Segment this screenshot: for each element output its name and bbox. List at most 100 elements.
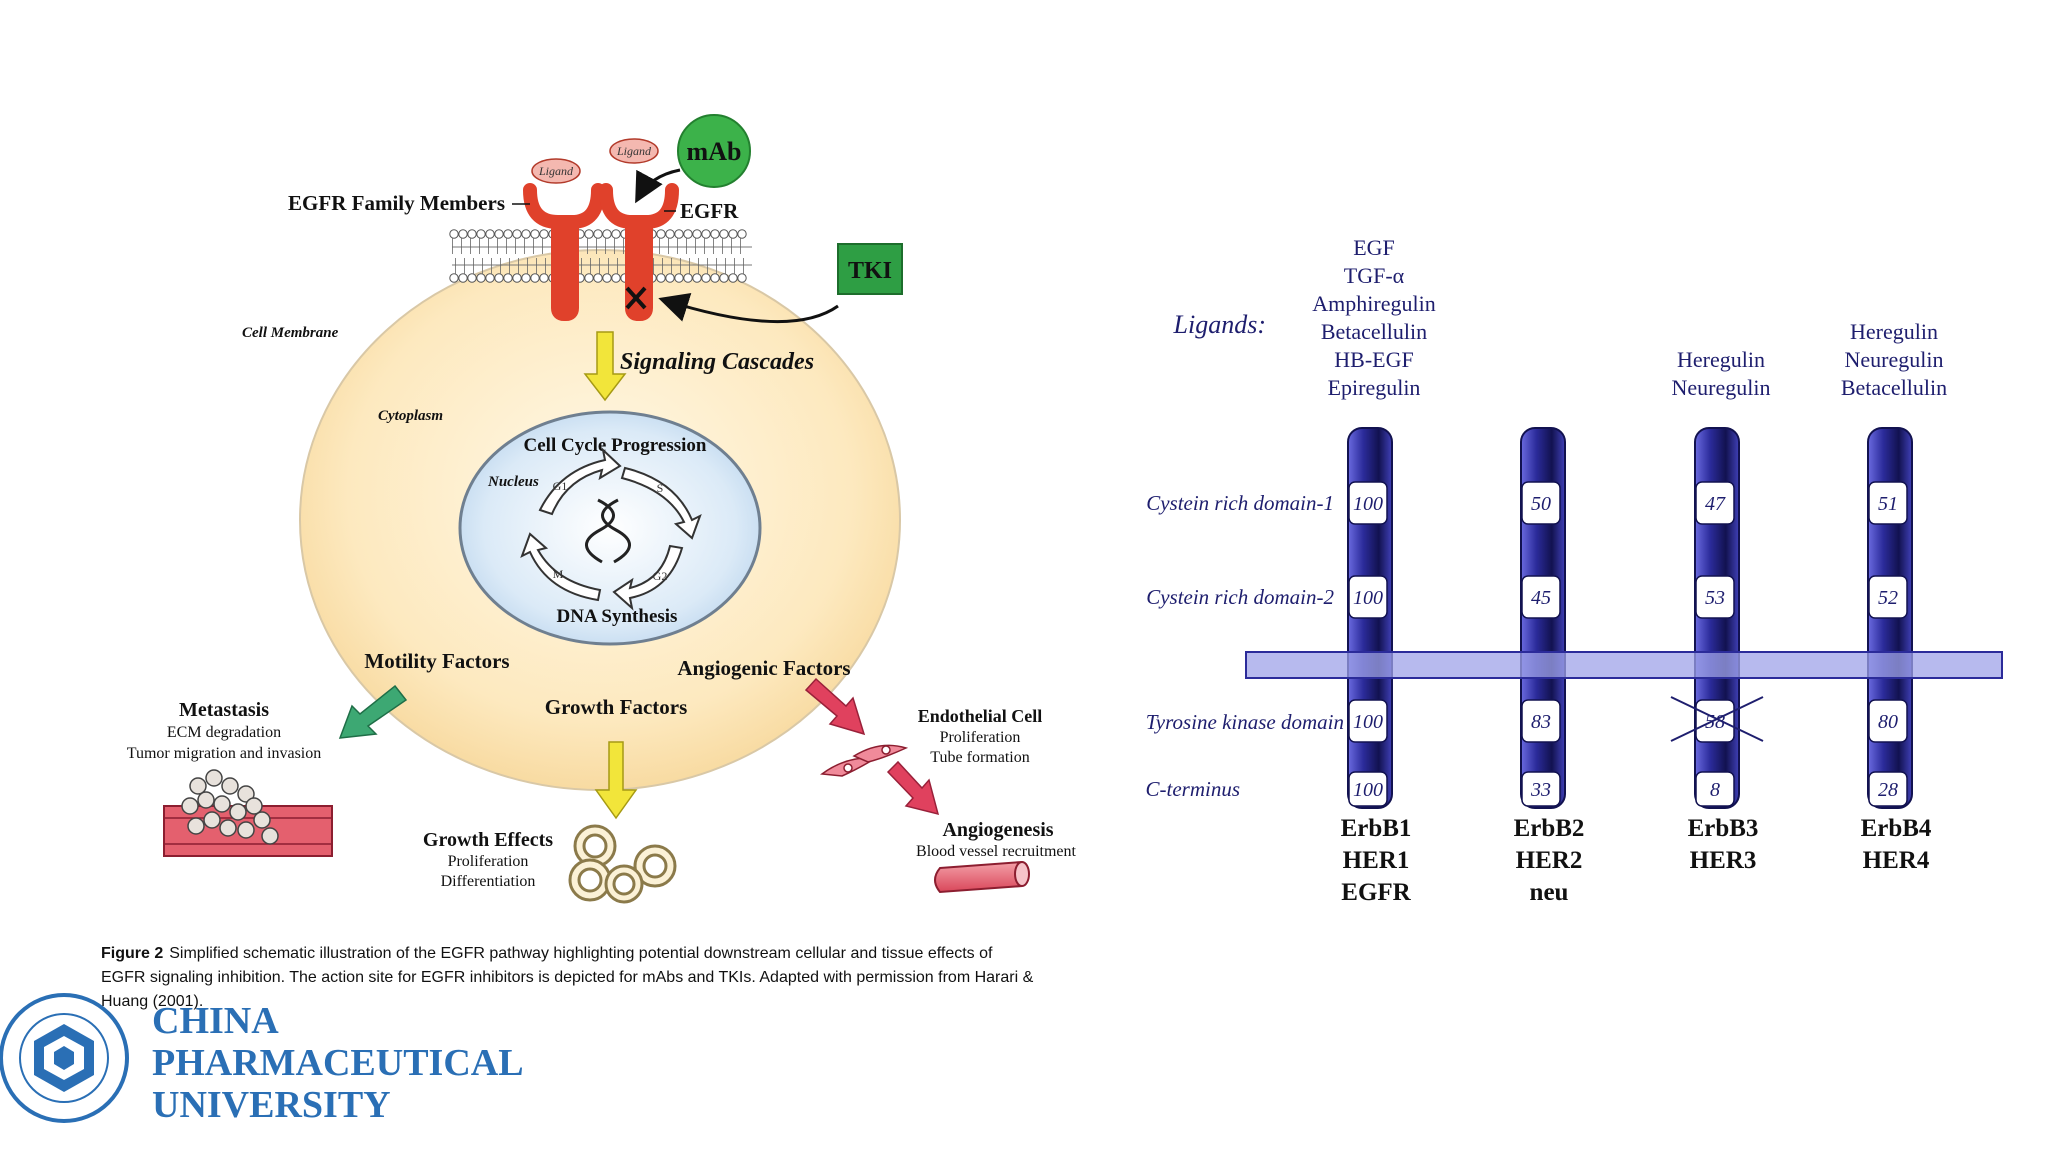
ligand-name: Betacellulin <box>1321 319 1427 344</box>
endothelial-cell-line2: Tube formation <box>930 749 1029 766</box>
domain-box <box>1521 481 1561 525</box>
tumor-cell <box>253 811 271 829</box>
lipid-head <box>503 229 513 239</box>
lipid-head <box>584 273 594 283</box>
ligand-name: Neuregulin <box>1672 375 1771 400</box>
metastasis-line1: ECM degradation <box>167 724 281 741</box>
domain-value: 45 <box>1531 587 1551 609</box>
lipid-head <box>521 229 531 239</box>
domain-box <box>1868 771 1908 807</box>
domain-value: 52 <box>1878 587 1898 609</box>
domain-value: 51 <box>1878 493 1898 515</box>
lipid-head <box>458 273 468 283</box>
receptor-name: ErbB2 <box>1514 815 1585 842</box>
university-seal <box>0 993 129 1123</box>
lipid-head <box>665 273 675 283</box>
egfr-label: EGFR <box>680 199 739 223</box>
university-logo: CHINA PHARMACEUTICAL UNIVERSITY <box>0 993 524 1126</box>
lipid-head <box>737 229 747 239</box>
lipid-head <box>674 273 684 283</box>
domain-box <box>1868 575 1908 619</box>
domain-box <box>1521 575 1561 619</box>
receptor-name: HER2 <box>1516 847 1583 874</box>
lipid-head <box>521 273 531 283</box>
ligand-name: HB-EGF <box>1334 347 1413 372</box>
ligand-name: Neuregulin <box>1845 347 1944 372</box>
motility-arrow <box>338 684 408 739</box>
lipid-head <box>683 273 693 283</box>
receptor-columns: EGFTGF-αAmphiregulinBetacellulinHB-EGFEp… <box>1312 235 1947 906</box>
lipid-head <box>719 229 729 239</box>
domain-box <box>1868 699 1908 743</box>
domain-value: 50 <box>1531 493 1551 515</box>
caption-line3: Huang (2001). <box>101 993 203 1010</box>
tumor-cell <box>261 827 279 845</box>
angiogenic-factors-label: Angiogenic Factors <box>677 656 850 680</box>
lipid-head <box>728 273 738 283</box>
receptor-name: HER1 <box>1343 847 1410 874</box>
domain-box <box>1348 575 1388 619</box>
lipid-head <box>701 273 711 283</box>
tumor-cell <box>203 811 221 829</box>
mab-arrow <box>635 168 681 204</box>
ligand-name: TGF-α <box>1344 263 1405 288</box>
ligands-label: Ligands: <box>1173 310 1266 339</box>
lipid-head <box>485 229 495 239</box>
ligand-label: Ligand <box>538 164 574 178</box>
phase-m-label: M <box>553 567 564 581</box>
receptor-name: ErbB3 <box>1688 815 1759 842</box>
lipid-head <box>701 229 711 239</box>
domain-value: 53 <box>1705 587 1725 609</box>
receptor-name: HER3 <box>1690 847 1757 874</box>
domain-label-cystein-1: Cystein rich domain-1 <box>1146 491 1334 515</box>
receptor-column-1: EGFTGF-αAmphiregulinBetacellulinHB-EGFEp… <box>1312 235 1435 906</box>
lipid-head <box>692 273 702 283</box>
tumor-cell <box>189 777 207 795</box>
proliferating-cells-illustration <box>568 824 677 904</box>
erbb-receptor-diagram: Ligands: Cystein rich domain-1 Cystein r… <box>1146 235 2003 906</box>
tumor-cell <box>187 817 205 835</box>
endothelial-cell-line1: Proliferation <box>940 729 1021 746</box>
lipid-head <box>512 273 522 283</box>
caption-label: Figure 2 <box>101 945 163 962</box>
signaling-arrow <box>583 331 627 402</box>
lipid-head <box>494 229 504 239</box>
domain-box <box>1695 771 1735 807</box>
lipid-head <box>458 229 468 239</box>
domain-label-tyrosine-kinase: Tyrosine kinase domain <box>1146 710 1344 734</box>
ligand-name: EGF <box>1353 235 1395 260</box>
receptor-name: EGFR <box>1341 879 1411 906</box>
domain-box <box>1521 771 1561 807</box>
lipid-head <box>719 273 729 283</box>
metastasis-title: Metastasis <box>179 699 269 721</box>
angiogenic-arrow <box>804 677 866 736</box>
tumor-cell <box>229 803 247 821</box>
lipid-head <box>494 273 504 283</box>
growth-arrow <box>594 741 638 820</box>
lipid-head <box>467 229 477 239</box>
cell-cycle-progression-label: Cell Cycle Progression <box>524 435 707 456</box>
lipid-head <box>539 273 549 283</box>
lipid-head <box>593 229 603 239</box>
domain-value: 47 <box>1705 493 1726 515</box>
lipid-head <box>449 273 459 283</box>
domain-value: 100 <box>1353 587 1383 609</box>
growth-effects-title: Growth Effects <box>423 829 553 851</box>
phase-g1-label: G1 <box>553 479 568 493</box>
caption-text-1: Simplified schematic illustration of the… <box>169 945 993 962</box>
ligand-left: Ligand <box>531 158 581 184</box>
domain-box <box>1348 699 1388 743</box>
growth-effects-line2: Differentiation <box>441 873 536 890</box>
lipid-head <box>683 229 693 239</box>
domain-box <box>1868 481 1908 525</box>
domain-value: 28 <box>1878 779 1898 801</box>
domain-box <box>1695 575 1735 619</box>
domain-box <box>1348 481 1388 525</box>
lipid-head <box>656 229 666 239</box>
vessel-illustration <box>934 860 1030 894</box>
lipid-head <box>611 273 621 283</box>
domain-value: 33 <box>1530 779 1551 801</box>
